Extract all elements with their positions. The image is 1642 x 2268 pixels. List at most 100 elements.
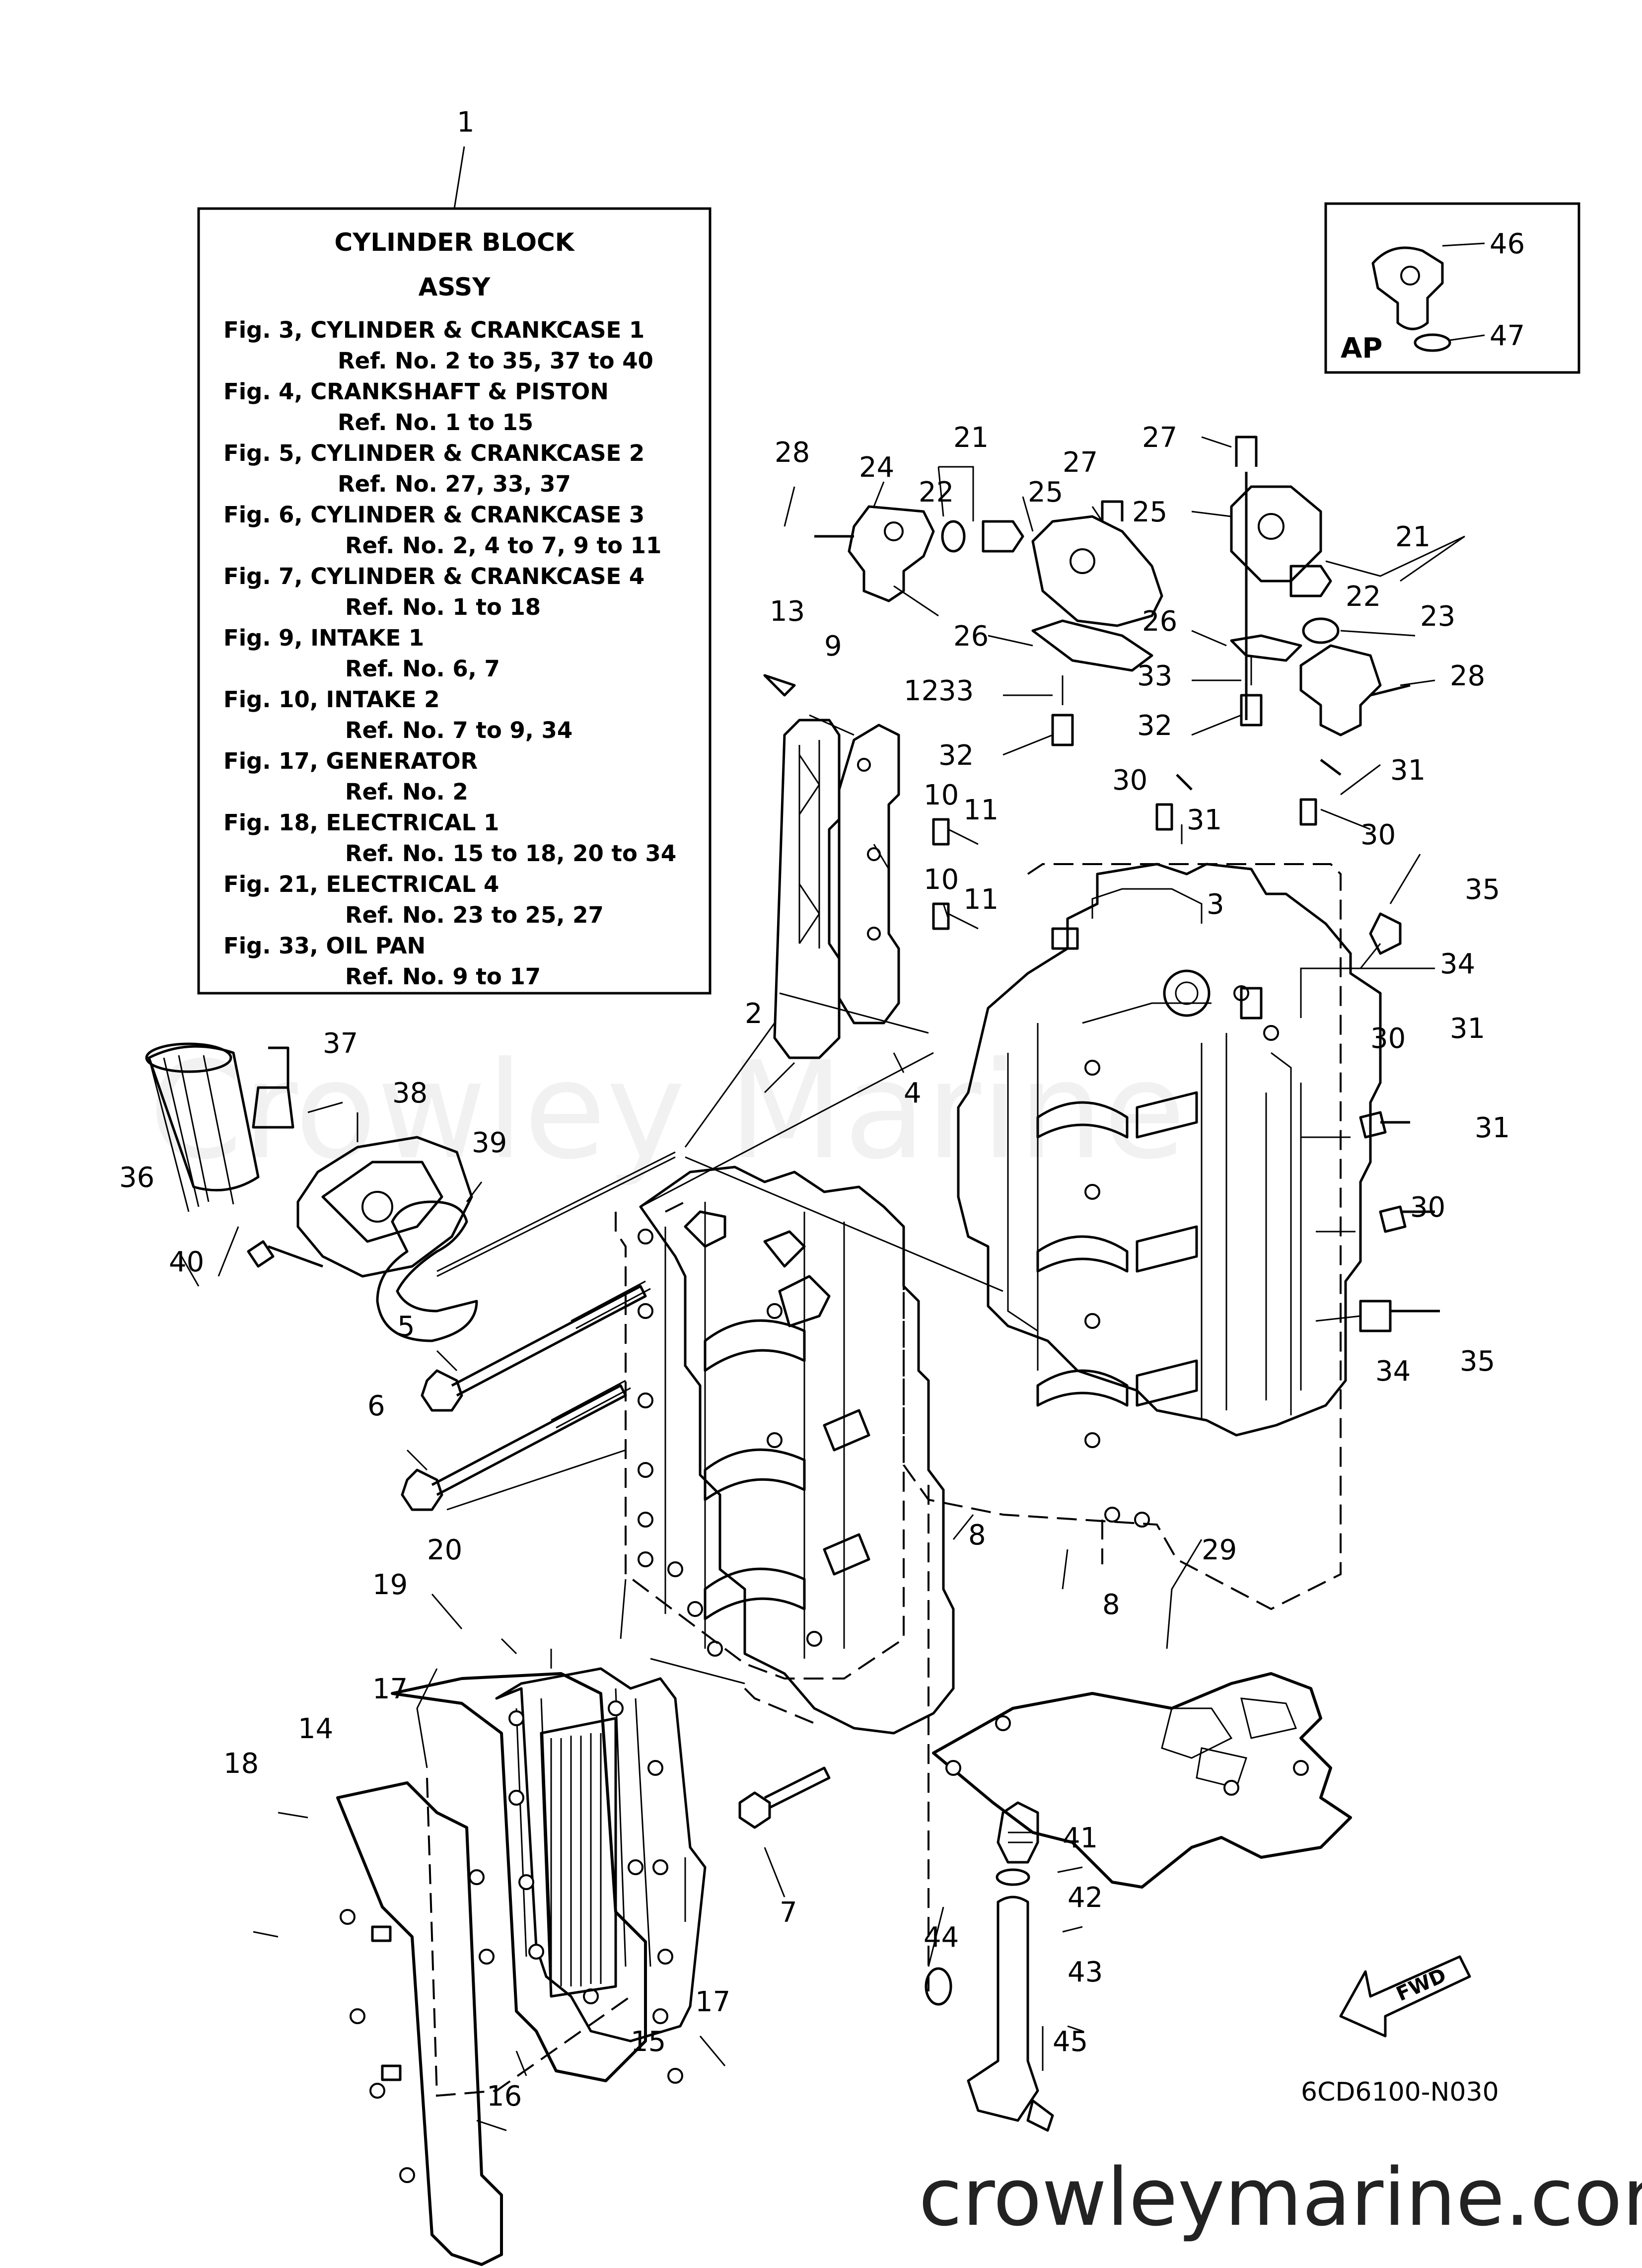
callout-22a: 22: [919, 476, 954, 509]
callout-14: 14: [298, 1713, 333, 1745]
callout-8a: 8: [968, 1519, 986, 1551]
callout-17b: 17: [695, 1986, 730, 2018]
callout-29: 29: [1202, 1534, 1237, 1566]
callout-31b: 31: [1390, 754, 1426, 787]
callout-35a: 35: [1465, 874, 1500, 906]
callout-15: 15: [631, 2026, 666, 2058]
legend-line: Fig. 21, ELECTRICAL 4: [223, 871, 499, 897]
callout-11a: 11: [963, 794, 999, 826]
callout-39: 39: [472, 1127, 507, 1159]
legend-line: Ref. No. 7 to 9, 34: [345, 717, 572, 743]
callout-40: 40: [169, 1246, 204, 1278]
legend-line: Fig. 33, OIL PAN: [223, 933, 426, 959]
callout-13: 13: [770, 595, 805, 628]
legend-line: Ref. No. 2 to 35, 37 to 40: [338, 348, 653, 374]
callout-33b: 33: [1137, 660, 1172, 692]
callout-5: 5: [397, 1311, 415, 1343]
callout-32b: 32: [1137, 710, 1172, 742]
oil-filter-bracket: [296, 1136, 473, 1278]
legend-line: Ref. No. 2: [345, 779, 468, 805]
callout-26b: 26: [1142, 605, 1177, 638]
callout-25b: 25: [1132, 496, 1167, 528]
bolt-7: [738, 1791, 771, 1829]
cylinder-block: [957, 863, 1382, 1528]
callout-21a: 21: [953, 422, 989, 454]
callout-30a: 30: [1112, 764, 1147, 797]
callout-7: 7: [780, 1897, 797, 1929]
callout-8b: 8: [1102, 1589, 1120, 1621]
callout-4: 4: [904, 1077, 922, 1109]
callout-28b: 28: [1450, 660, 1485, 692]
callout-41: 41: [1063, 1822, 1098, 1854]
site-url: crowleymarine.com: [919, 2151, 1642, 2244]
callout-3: 3: [1207, 888, 1224, 921]
oil-filter: [147, 1045, 260, 1192]
legend-line: Fig. 18, ELECTRICAL 1: [223, 809, 499, 836]
base-gasket: [932, 1672, 1352, 1889]
thermostat-cover-23: [1299, 644, 1382, 736]
legend-title: CYLINDER BLOCK: [335, 228, 575, 257]
callout-11b: 11: [963, 883, 999, 916]
callout-12: 12: [904, 675, 939, 707]
legend-line: Ref. No. 9 to 17: [345, 963, 541, 990]
callout-17a: 17: [372, 1673, 408, 1705]
thermostat-housing-right: [1230, 485, 1322, 583]
callout-33a: 33: [938, 675, 974, 707]
callout-31a: 31: [1187, 804, 1222, 836]
bolt-6: [401, 1468, 443, 1511]
callout-30d: 30: [1410, 1191, 1445, 1224]
callout-27b: 27: [1142, 422, 1177, 454]
callout-46: 46: [1490, 228, 1525, 260]
callout-44: 44: [924, 1921, 959, 1954]
bracket-gasket: [376, 1200, 478, 1342]
oil-filler-cap: [997, 1801, 1039, 1864]
legend-line: Fig. 7, CYLINDER & CRANKCASE 4: [223, 563, 644, 589]
oil-filler-pipe: [967, 1896, 1039, 2122]
callout-19: 19: [372, 1569, 408, 1601]
legend-line: Fig. 17, GENERATOR: [223, 748, 478, 774]
callout-24: 24: [859, 451, 894, 484]
callout-27a: 27: [1063, 446, 1098, 479]
legend-line: Ref. No. 1 to 15: [338, 409, 533, 436]
callout-18: 18: [223, 1748, 259, 1780]
legend-line: Ref. No. 6, 7: [345, 656, 500, 682]
cylinder-head: [495, 1667, 707, 2043]
legend-subtitle: ASSY: [419, 273, 491, 301]
legend-line: Fig. 4, CRANKSHAFT & PISTON: [223, 378, 609, 405]
callout-38: 38: [392, 1077, 428, 1109]
callout-34b: 34: [1375, 1355, 1411, 1388]
callout-1: 1: [457, 106, 475, 139]
callout-42: 42: [1068, 1882, 1103, 1914]
watermark: Crowley Marine: [149, 1032, 1186, 1189]
callout-30b: 30: [1360, 819, 1396, 851]
callout-34a: 34: [1440, 948, 1475, 980]
thermostat-housing-25: [1031, 515, 1163, 627]
callout-10a: 10: [924, 779, 959, 811]
head-gasket: [336, 1781, 503, 2266]
callout-43: 43: [1068, 1956, 1103, 1988]
legend-line: Fig. 5, CYLINDER & CRANKCASE 2: [223, 440, 644, 466]
callout-30c: 30: [1370, 1023, 1406, 1055]
legend-line: Ref. No. 27, 33, 37: [338, 471, 571, 497]
callout-10b: 10: [924, 864, 959, 896]
callout-45: 45: [1053, 2026, 1088, 2058]
callout-37: 37: [323, 1027, 358, 1060]
ap-label: AP: [1341, 332, 1382, 365]
block-outline: [903, 863, 1342, 1610]
callout-28a: 28: [775, 437, 810, 469]
callout-21b: 21: [1395, 521, 1430, 553]
callout-31c: 31: [1450, 1013, 1485, 1045]
callout-26a: 26: [953, 620, 989, 653]
legend-line: Ref. No. 15 to 18, 20 to 34: [345, 840, 676, 867]
ap-inset-box: AP: [1324, 202, 1580, 374]
callout-32a: 32: [938, 739, 974, 772]
legend-box: CYLINDER BLOCK ASSY Fig. 3, CYLINDER & C…: [197, 207, 712, 995]
callout-23: 23: [1420, 600, 1455, 633]
legend-line: Fig. 6, CYLINDER & CRANKCASE 3: [223, 502, 644, 528]
callout-20: 20: [427, 1534, 462, 1566]
callout-36: 36: [119, 1162, 154, 1194]
callout-9: 9: [824, 630, 842, 662]
exhaust-gasket: [838, 724, 900, 1024]
callout-47: 47: [1490, 320, 1525, 352]
